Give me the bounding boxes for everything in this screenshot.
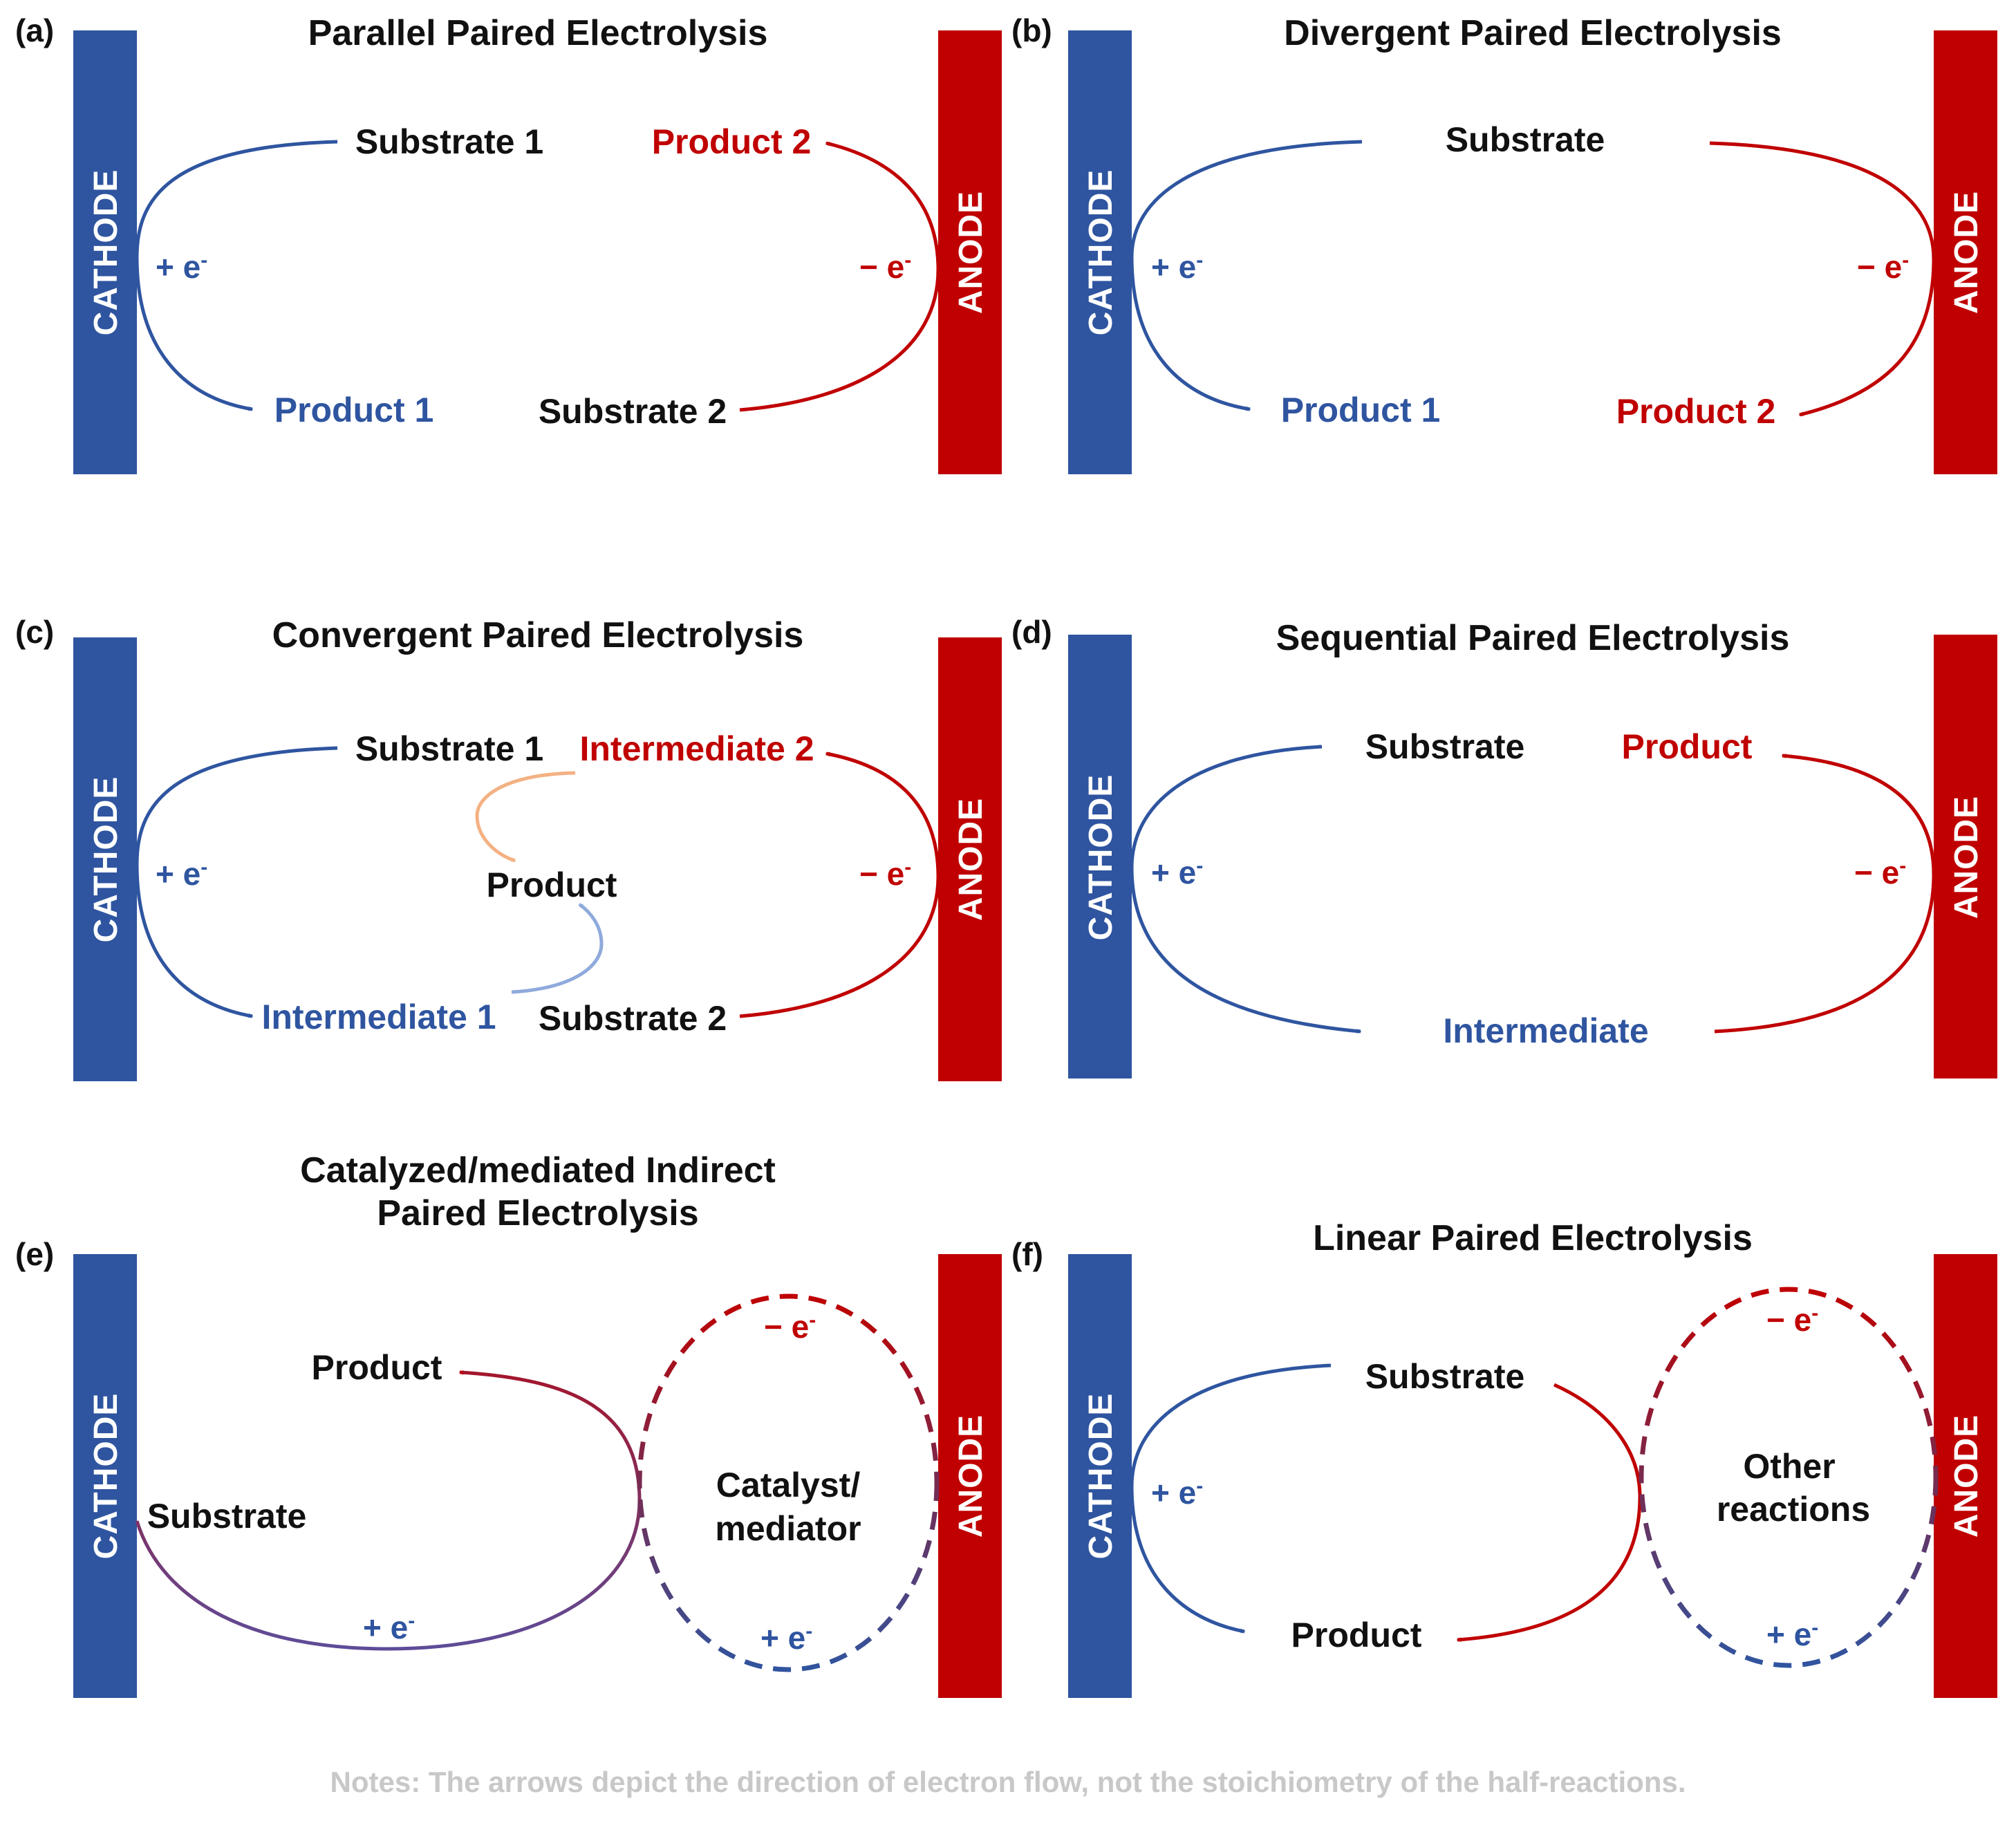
electron-loss-label: − e-	[1854, 855, 1906, 890]
product-label: Product	[1622, 727, 1753, 766]
anode-label: ANODE	[953, 191, 989, 314]
product-2-label: Product 2	[652, 122, 812, 161]
cathode-reduction-arrow	[1130, 140, 1363, 411]
loop-electron-gain-label: + e-	[760, 1620, 812, 1656]
electron-loss-label: − e-	[859, 856, 911, 892]
panel-title: Linear Paired Electrolysis	[1313, 1218, 1753, 1258]
cathode-electrode: CATHODE	[1068, 635, 1132, 1078]
cathode-label: CATHODE	[88, 1393, 124, 1560]
cathode-electrode: CATHODE	[73, 637, 137, 1081]
panel-title: Divergent Paired Electrolysis	[1284, 13, 1782, 53]
panel-tag: (c)	[15, 614, 54, 650]
electron-gain-label: + e-	[156, 249, 207, 285]
panel-title-line-2: Paired Electrolysis	[377, 1193, 698, 1233]
anode-electrode: ANODE	[938, 1254, 1002, 1698]
cathode-label: CATHODE	[1083, 774, 1119, 941]
anode-label: ANODE	[1948, 191, 1985, 314]
product-label: Product	[487, 866, 617, 904]
substrate-label: Substrate	[1365, 1357, 1525, 1396]
anode-oxidation-arrow	[739, 751, 940, 1018]
loop-electron-gain-label: + e-	[1766, 1616, 1818, 1652]
cathode-reduction-arrow	[1130, 745, 1362, 1034]
electron-gain-label: + e-	[156, 856, 207, 892]
anode-label: ANODE	[953, 798, 989, 921]
other-reactions-loop	[1639, 1287, 1939, 1668]
cathode-electrode: CATHODE	[73, 1254, 137, 1698]
intermediate-1-label: Intermediate 1	[261, 998, 496, 1036]
cathode-electrode: CATHODE	[1068, 1254, 1132, 1698]
intermediate-1-coupling-arrow	[511, 902, 604, 994]
anode-electrode: ANODE	[1934, 1254, 1997, 1698]
anode-label: ANODE	[1948, 1414, 1985, 1538]
substrate-label: Substrate	[1365, 727, 1525, 766]
panel-tag: (f)	[1011, 1236, 1043, 1272]
intermediate-2-coupling-arrow	[475, 771, 576, 863]
loop-label-line-1: Other	[1743, 1447, 1835, 1486]
electron-gain-label: + e-	[1151, 249, 1203, 285]
substrate-1-label: Substrate 1	[355, 122, 543, 161]
panel-a: (a) Parallel Paired Electrolysis CATHODE…	[15, 12, 1002, 474]
panel-d: (d) Sequential Paired Electrolysis CATHO…	[1011, 614, 1997, 1078]
loop-label-line-2: reactions	[1717, 1490, 1870, 1529]
panel-tag: (a)	[15, 12, 54, 48]
panel-title: Parallel Paired Electrolysis	[308, 13, 768, 53]
anode-oxidation-arrow	[739, 141, 940, 412]
substrate-2-label: Substrate 2	[539, 999, 727, 1038]
catalyst-label-line-1: Catalyst/	[716, 1466, 861, 1504]
panel-b: (b) Divergent Paired Electrolysis CATHOD…	[1011, 12, 1997, 474]
electron-gain-label: + e-	[1151, 855, 1203, 890]
panel-c: (c) Convergent Paired Electrolysis CATHO…	[15, 614, 1002, 1081]
anode-label: ANODE	[953, 1414, 989, 1538]
panel-tag: (e)	[15, 1236, 54, 1272]
catalyst-label-line-2: mediator	[715, 1509, 861, 1548]
anode-oxidation-arrow	[1709, 141, 1936, 417]
product-label: Product	[1291, 1616, 1422, 1654]
substrate-1-label: Substrate 1	[355, 729, 543, 768]
cathode-electrode: CATHODE	[73, 30, 137, 474]
anode-electrode: ANODE	[938, 637, 1002, 1081]
panel-title: Convergent Paired Electrolysis	[272, 615, 804, 655]
substrate-2-label: Substrate 2	[539, 392, 727, 431]
intermediate-2-label: Intermediate 2	[579, 729, 814, 768]
substrate-label: Substrate	[147, 1497, 307, 1535]
cathode-electrode: CATHODE	[1068, 30, 1132, 474]
anode-electrode: ANODE	[938, 30, 1002, 474]
anode-electrode: ANODE	[1934, 30, 1997, 474]
product-1-label: Product 1	[1281, 391, 1441, 429]
catalyst-mediator-loop	[637, 1294, 940, 1672]
panel-tag: (d)	[1011, 614, 1052, 650]
anode-electrode: ANODE	[1934, 635, 1997, 1078]
product-label: Product	[312, 1348, 442, 1387]
loop-electron-loss-label: − e-	[1766, 1302, 1818, 1338]
cathode-label: CATHODE	[1083, 1393, 1119, 1560]
cathode-label: CATHODE	[88, 776, 124, 943]
anode-label: ANODE	[1948, 796, 1985, 919]
electron-loss-label: − e-	[1857, 249, 1909, 285]
cathode-label: CATHODE	[88, 169, 124, 336]
electron-gain-label: + e-	[1151, 1475, 1203, 1511]
cathode-reduction-arrow	[135, 746, 338, 1018]
product-1-label: Product 1	[274, 391, 434, 429]
cathode-reduction-arrow	[1130, 1363, 1332, 1634]
panel-e: (e) Catalyzed/mediated Indirect Paired E…	[15, 1150, 1002, 1698]
cathode-reduction-arrow	[135, 140, 338, 411]
panel-f: (f) Linear Paired Electrolysis CATHODE A…	[1011, 1218, 1997, 1698]
anode-oxidation-arrow	[1714, 753, 1936, 1034]
electron-loss-label: − e-	[859, 249, 911, 285]
intermediate-label: Intermediate	[1443, 1011, 1648, 1050]
cathode-label: CATHODE	[1083, 169, 1119, 336]
mediated-electron-flow-arrow	[135, 1370, 642, 1651]
loop-electron-loss-label: − e-	[764, 1309, 816, 1345]
substrate-label: Substrate	[1446, 120, 1605, 159]
panel-title-line-1: Catalyzed/mediated Indirect	[300, 1150, 776, 1190]
panel-title: Sequential Paired Electrolysis	[1276, 618, 1790, 658]
arc-electron-gain-label: + e-	[363, 1609, 415, 1645]
anode-side-electron-arrow	[1456, 1383, 1642, 1643]
figure-note: Notes: The arrows depict the direction o…	[330, 1766, 1686, 1798]
panel-tag: (b)	[1011, 12, 1052, 48]
product-2-label: Product 2	[1616, 392, 1776, 431]
